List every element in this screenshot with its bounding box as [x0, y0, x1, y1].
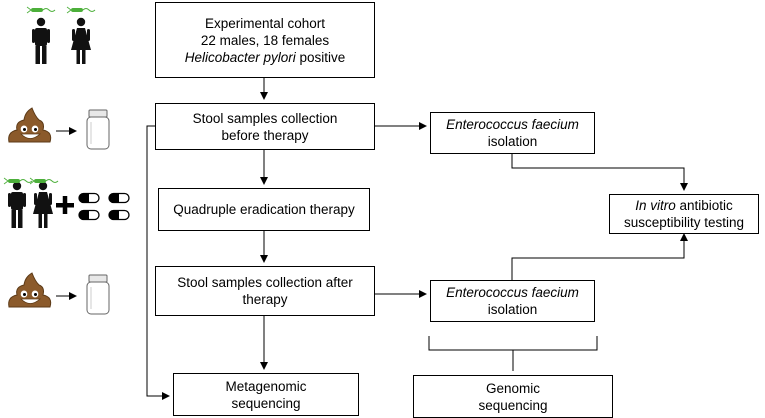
male-person-icon: [3, 177, 33, 228]
genomic-line2: sequencing: [478, 397, 548, 413]
arrow-efaecium-before-to-antibiotic: [511, 154, 688, 191]
cohort-title: Experimental cohort: [204, 15, 326, 31]
quadruple-label: Quadruple eradication therapy: [173, 202, 355, 217]
pill-icon: [78, 192, 130, 221]
antibiotic-line1: In vitro antibiotic: [635, 198, 733, 213]
efaecium-after-species: Enterococcus faecium: [446, 285, 579, 300]
genomic-line1: Genomic: [485, 380, 541, 396]
stool-after-therapy-box: Stool samples collection after therapy: [155, 266, 375, 316]
genomic-sequencing-box: Genomic sequencing: [413, 375, 613, 418]
antibiotic-line2: susceptibility testing: [623, 215, 745, 230]
male-person-icon: [26, 6, 56, 64]
stool-before-therapy-box: Stool samples collection before therapy: [155, 103, 375, 150]
sample-vial-icon: [86, 109, 110, 150]
plus-icon: [56, 196, 74, 214]
genomic-bracket: [428, 336, 598, 351]
experimental-cohort-box: Experimental cohort 22 males, 18 females…: [155, 2, 375, 78]
stool-before-line2: before therapy: [221, 127, 309, 143]
quadruple-eradication-therapy-box: Quadruple eradication therapy: [158, 188, 370, 231]
efaecium-before-isolation: isolation: [487, 134, 538, 149]
arrow-efaecium-after-to-antibiotic: [511, 233, 688, 280]
connector-lines: [146, 78, 688, 400]
stool-after-line1: Stool samples collection after: [177, 275, 353, 290]
stool-after-line2: therapy: [242, 292, 288, 307]
stool-icon: [8, 272, 52, 308]
cohort-status: Helicobacter pylori positive: [184, 49, 346, 65]
efaecium-isolation-before-box: Enterococcus faecium isolation: [430, 112, 595, 154]
stool-before-line1: Stool samples collection: [192, 110, 338, 126]
cohort-counts: 22 males, 18 females: [200, 32, 330, 48]
efaecium-after-isolation: isolation: [487, 302, 538, 317]
female-person-icon: [66, 6, 96, 64]
female-person-icon: [29, 177, 59, 228]
metagenomic-line2: sequencing: [231, 395, 301, 411]
efaecium-before-species: Enterococcus faecium: [446, 117, 579, 132]
species-name: Helicobacter pylori: [184, 49, 296, 65]
metagenomic-sequencing-box: Metagenomic sequencing: [173, 373, 359, 416]
antibiotic-susceptibility-box: In vitro antibiotic susceptibility testi…: [609, 194, 759, 234]
arrow-stool-before-to-metagenomic: [146, 125, 170, 400]
stool-icon: [8, 107, 52, 143]
efaecium-isolation-after-box: Enterococcus faecium isolation: [430, 280, 595, 322]
sample-vial-icon: [86, 274, 110, 315]
in-vitro-label: In vitro: [635, 198, 676, 213]
metagenomic-line1: Metagenomic: [225, 378, 307, 394]
